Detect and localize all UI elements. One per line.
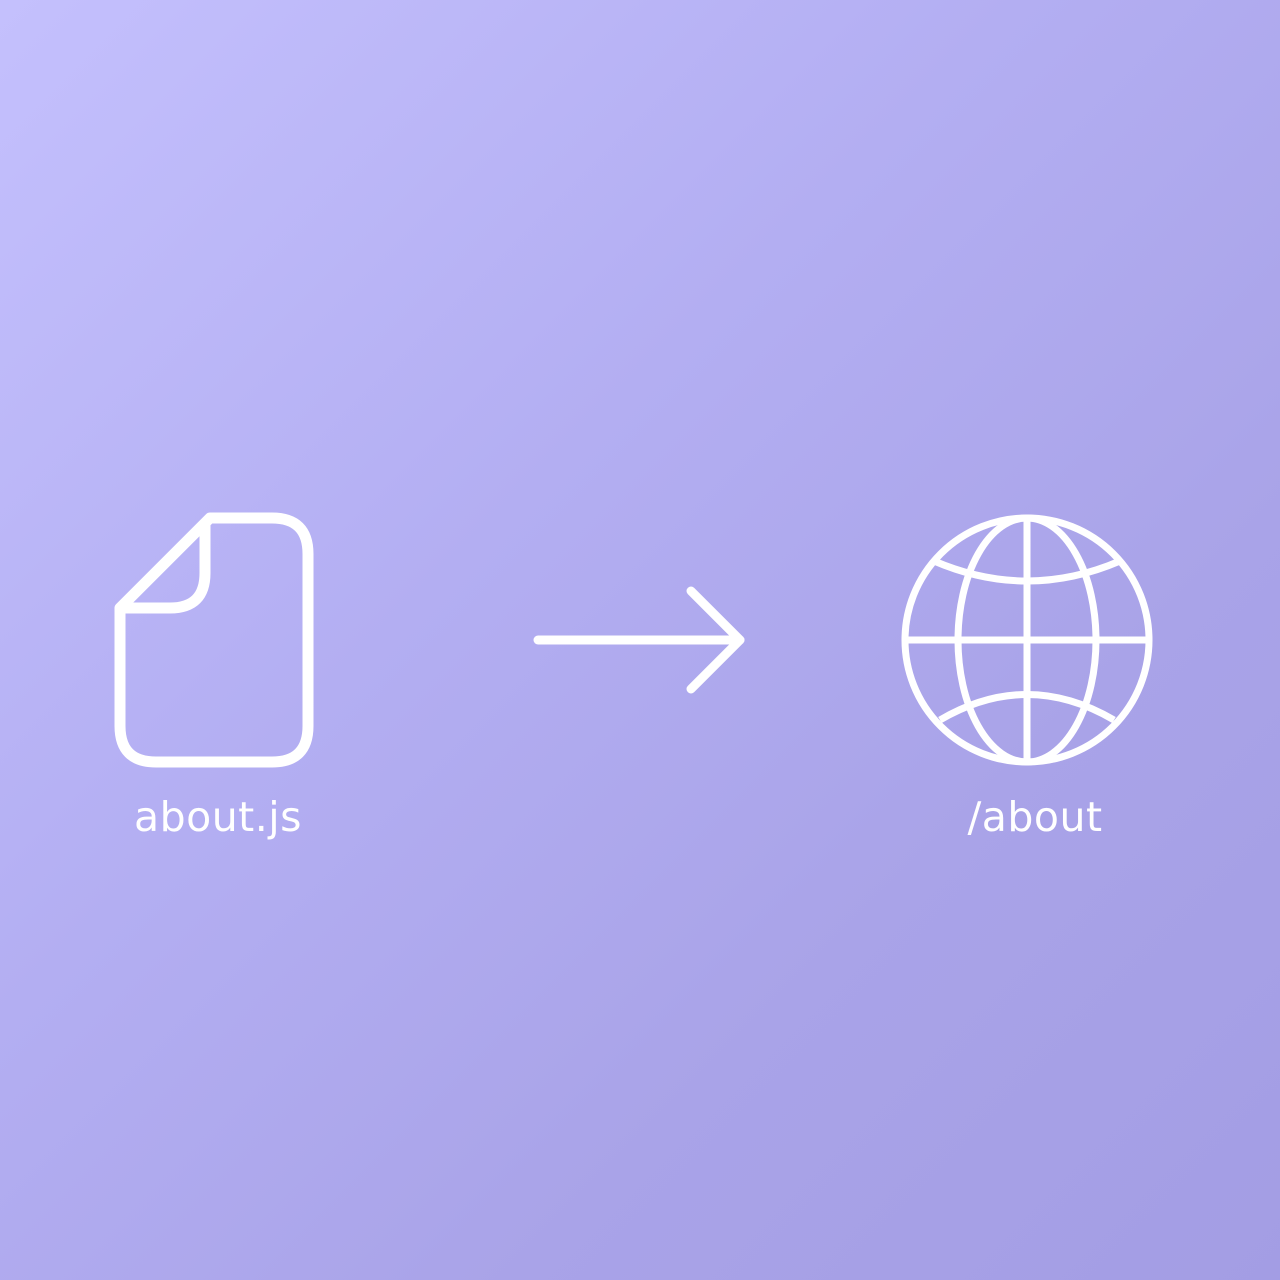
route-path-label: /about (967, 793, 1103, 841)
file-icon (105, 508, 325, 778)
arrow-right-icon (528, 580, 758, 700)
file-name-label: about.js (133, 793, 303, 841)
globe-icon (898, 511, 1156, 769)
